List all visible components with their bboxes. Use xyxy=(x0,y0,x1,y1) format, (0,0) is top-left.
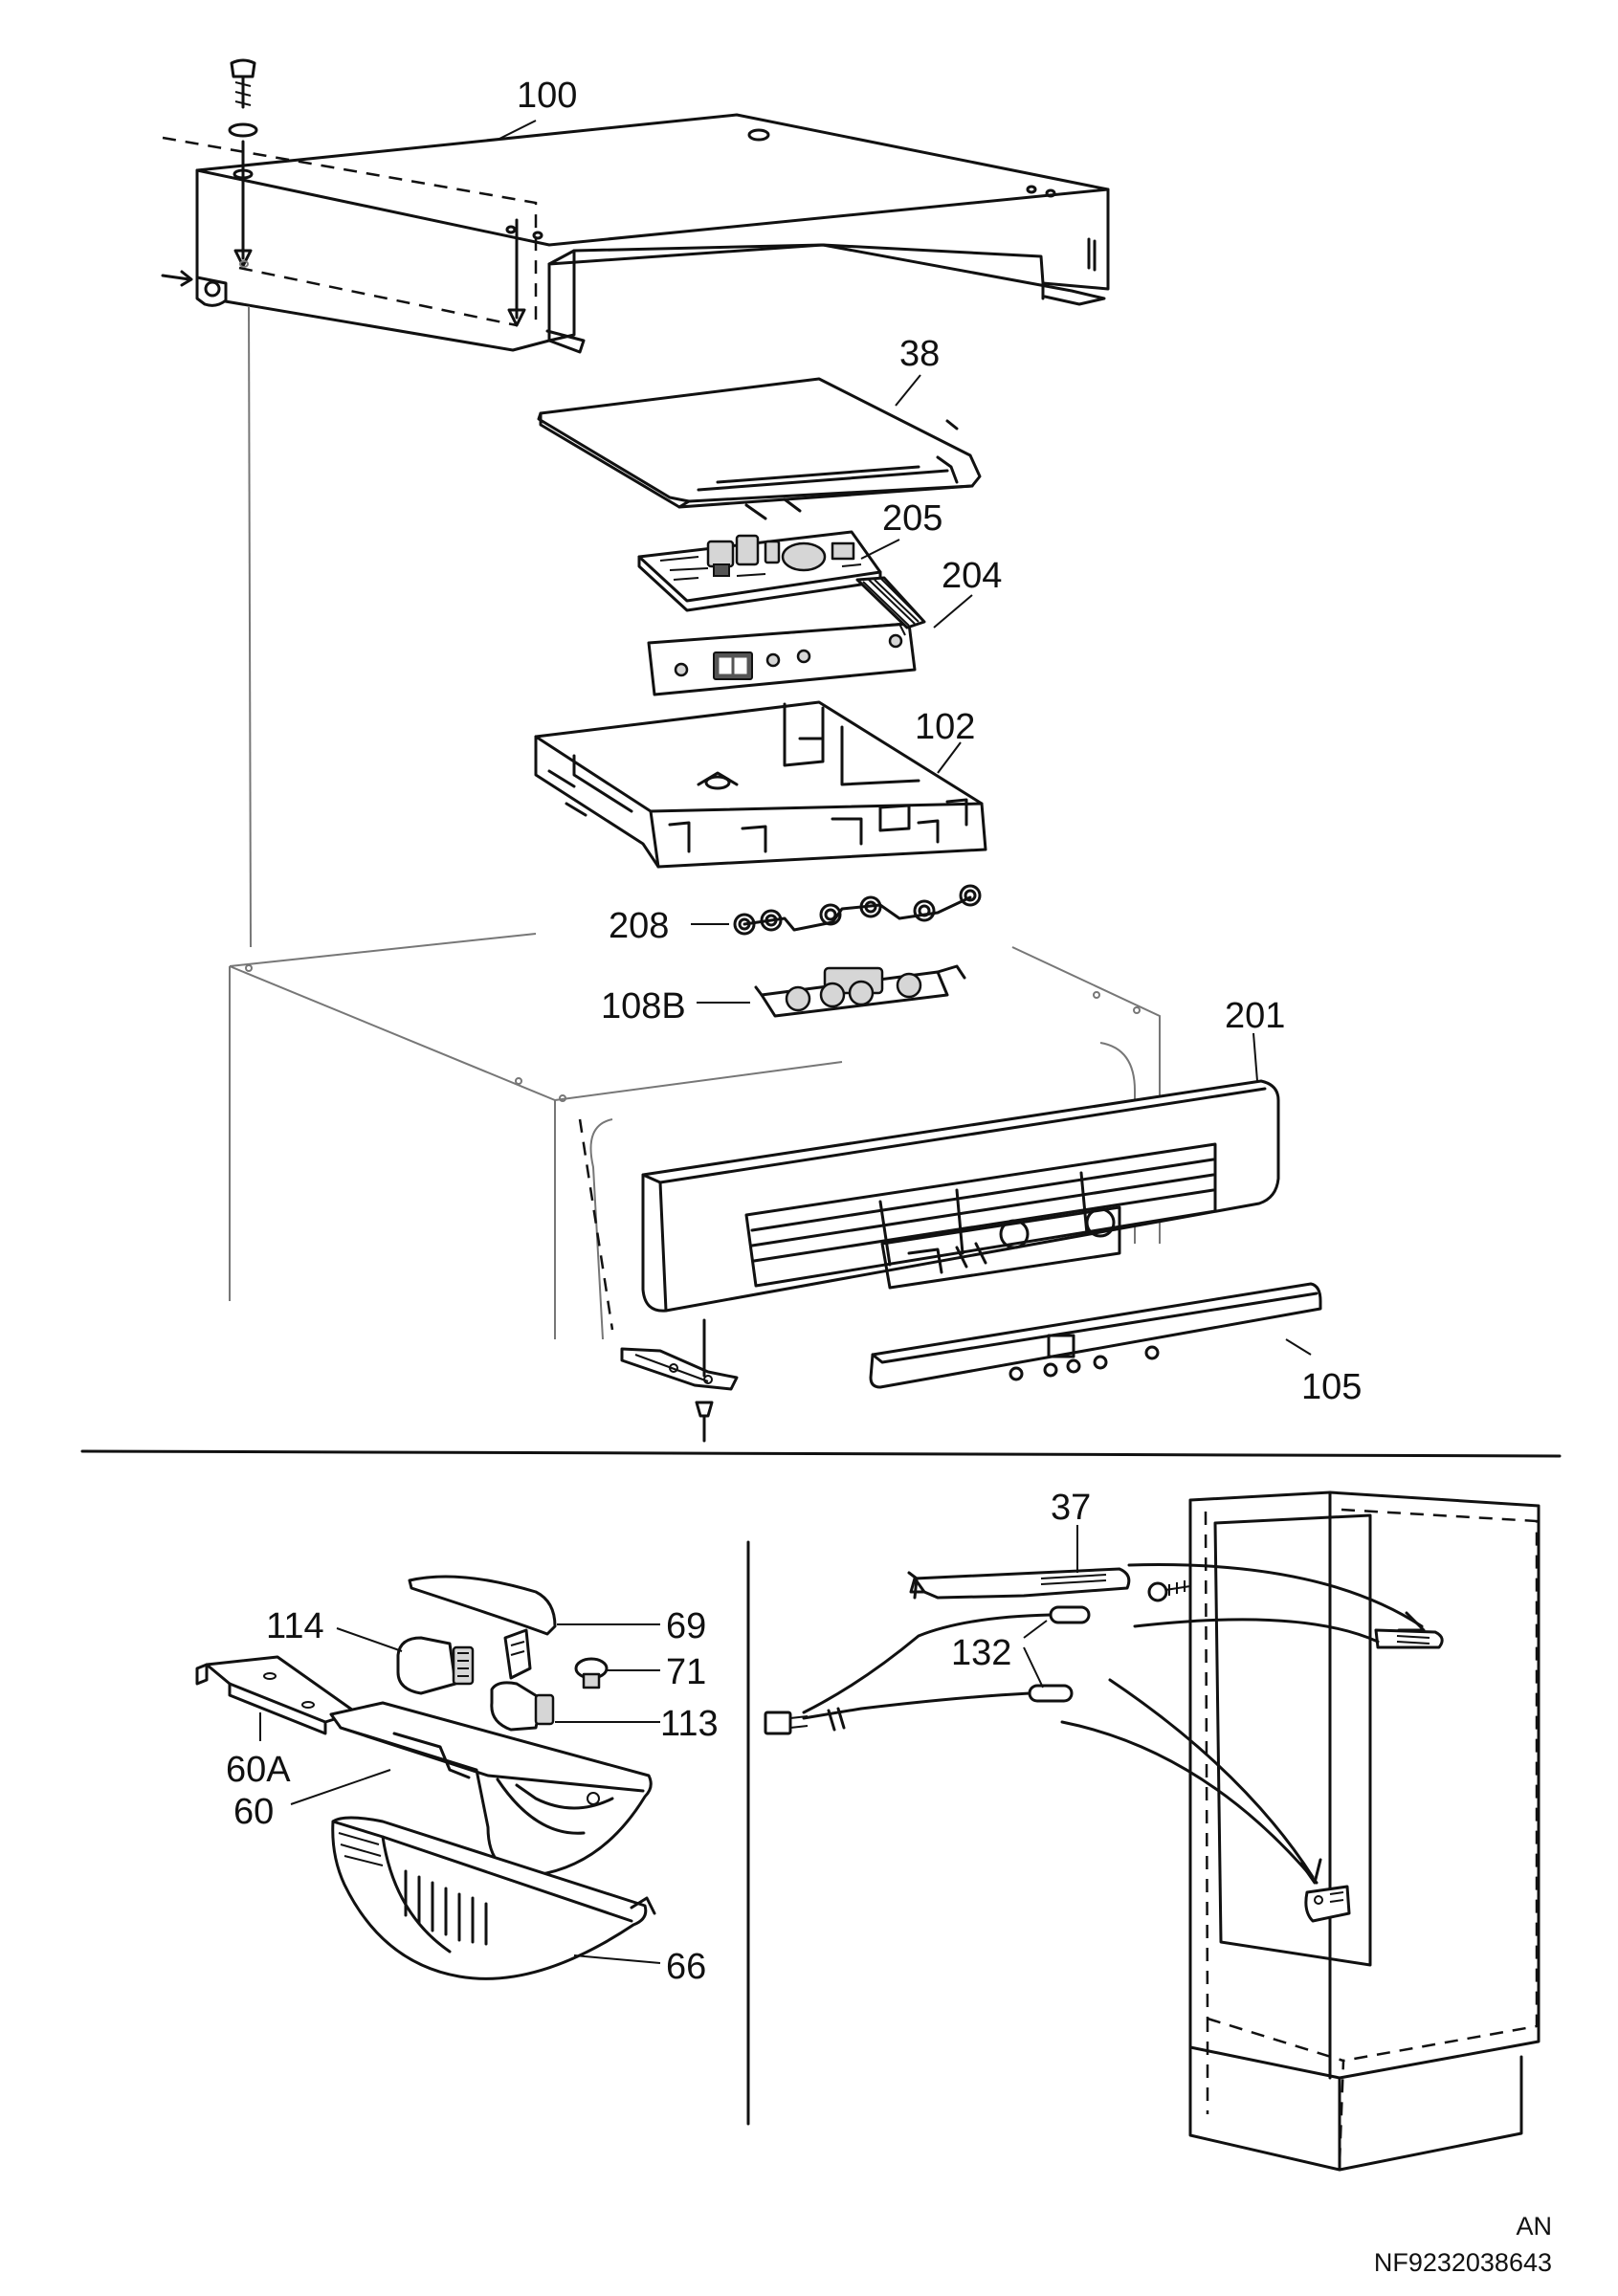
switch-assembly-108b xyxy=(754,964,966,1018)
label-201: 201 xyxy=(1225,996,1285,1036)
label-204: 204 xyxy=(942,556,1002,596)
lamp-housing-60 xyxy=(329,1701,653,1877)
label-113: 113 xyxy=(660,1704,719,1744)
lamp-cover-60a xyxy=(195,1655,358,1735)
trim-strip-105 xyxy=(869,1282,1322,1389)
lens-69 xyxy=(408,1575,557,1636)
label-100: 100 xyxy=(517,76,577,116)
installed-sensor-clip xyxy=(1304,1885,1351,1923)
label-60a: 60A xyxy=(226,1750,291,1790)
label-102: 102 xyxy=(915,707,975,747)
cabinet-interior-view xyxy=(1188,1490,1540,2172)
bottom-bracket xyxy=(620,1318,739,1443)
label-205: 205 xyxy=(882,498,942,539)
label-69: 69 xyxy=(666,1606,706,1646)
holder-screw xyxy=(1147,1580,1191,1602)
horizontal-divider xyxy=(80,1449,1562,1458)
socket-113 xyxy=(490,1681,555,1732)
housing-102 xyxy=(534,700,987,869)
spring-set-208 xyxy=(733,884,982,936)
label-38: 38 xyxy=(899,334,940,374)
top-screw xyxy=(228,58,258,138)
label-37: 37 xyxy=(1051,1488,1091,1528)
label-105: 105 xyxy=(1301,1367,1362,1407)
cover-38 xyxy=(537,377,982,520)
label-208: 208 xyxy=(609,906,669,946)
diffuser-slots xyxy=(404,1869,488,1946)
footer-lang-code: AN xyxy=(1516,2212,1552,2241)
footer-reference-code: NF9232038643 xyxy=(1374,2248,1552,2277)
label-114: 114 xyxy=(266,1606,324,1646)
front-panel-201 xyxy=(641,1079,1280,1313)
bulb-114 xyxy=(396,1636,475,1695)
display-board-204 xyxy=(647,576,926,696)
knob-71 xyxy=(574,1657,609,1689)
installed-holder xyxy=(1374,1628,1444,1649)
top-cover-100 xyxy=(161,113,1110,354)
sensor-holder-37 xyxy=(907,1567,1131,1600)
cabinet-outline xyxy=(229,305,1161,1340)
label-66: 66 xyxy=(666,1947,706,1987)
label-132: 132 xyxy=(951,1633,1011,1673)
board-205 xyxy=(637,530,882,612)
label-60: 60 xyxy=(233,1792,274,1832)
label-71: 71 xyxy=(666,1652,706,1692)
diffuser-66 xyxy=(331,1816,656,1980)
label-108b: 108B xyxy=(601,986,686,1027)
holder-clip xyxy=(503,1628,532,1680)
install-arrows xyxy=(1060,1563,1426,1885)
sensor-132 xyxy=(764,1605,1091,1735)
